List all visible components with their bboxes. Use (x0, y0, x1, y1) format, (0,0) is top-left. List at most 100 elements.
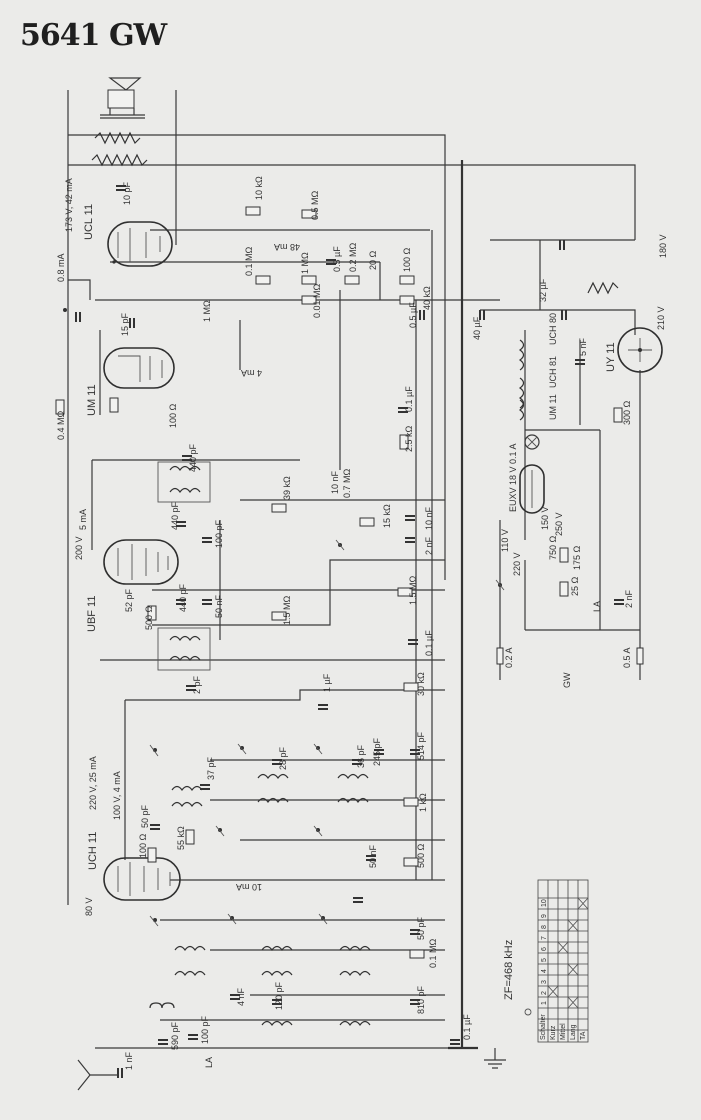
label-c245: 245 pF (372, 737, 382, 766)
label-fuse1: 0.2 A (504, 647, 514, 668)
switch-table-header-8: 8 (541, 925, 548, 929)
label-c10n: 10 nF (424, 506, 434, 530)
pilot-lamp-icon (524, 434, 540, 450)
label-c2pF: 2 pF (192, 675, 202, 694)
switch-contacts (63, 308, 505, 927)
label-c50p: 50 pF (140, 804, 150, 828)
label-um: UM 11 (548, 394, 558, 420)
label-v100-4: 100 V, 4 mA (112, 771, 122, 820)
switch-table-header-1: 1 (541, 1001, 548, 1005)
label-fuse2: 0.5 A (622, 647, 632, 668)
label-r500b: 500 Ω (416, 843, 426, 868)
label-uch80: UCH 80 (548, 313, 558, 345)
label-c120: 120 pF (274, 981, 284, 1010)
label-v250: 250 V (554, 512, 564, 536)
label-la: LA (592, 601, 602, 612)
fuses (496, 647, 644, 665)
switch-table-header-10: 10 (541, 899, 548, 907)
label-v5: 5 mA (78, 509, 88, 530)
label-r1k: 1 kΩ (418, 793, 428, 812)
if-transformers (149, 339, 525, 1027)
switch-table-header-9: 9 (541, 914, 548, 918)
label-r300: 300 Ω (622, 400, 632, 425)
top-resistors (91, 131, 619, 295)
capacitors (75, 185, 624, 1078)
label-c32u: 32 µF (538, 278, 548, 302)
switch-table-row-0: Kurz (550, 1025, 557, 1040)
label-c440c: 440 pF (178, 583, 188, 612)
label-c50n: 50 nF (214, 594, 224, 618)
ground-icon (484, 1048, 506, 1069)
label-c50pb: 50 pF (416, 916, 426, 940)
loudspeaker-icon (100, 77, 145, 119)
label-ucl11: UCL 11 (83, 204, 95, 240)
label-r30k: 30 kΩ (416, 672, 426, 696)
switch-table: Schalter 1 2 3 4 5 6 7 8 9 10 Kurz Mitte… (537, 879, 589, 1043)
label-r15k: 15 kΩ (382, 504, 392, 528)
label-gw: GW (562, 672, 572, 688)
label-c440a: 440 pF (188, 443, 198, 472)
label-r39k: 39 kΩ (282, 476, 292, 500)
label-v10: 10 mA (236, 882, 262, 892)
switch-table-header-4: 4 (541, 969, 548, 973)
label-c10nF: 10 nF (330, 470, 340, 494)
label-c05u: 0.5 µF (332, 246, 342, 272)
label-la2: LA (204, 1057, 214, 1068)
label-r0: 0.4 MΩ (56, 410, 66, 440)
switch-table-header-6: 6 (541, 947, 548, 951)
label-ubf11: UBF 11 (86, 596, 98, 632)
label-c440b: 440 pF (170, 501, 180, 530)
label-v180: 180 V (658, 234, 668, 258)
label-euxv: EUXV 18 V 0.1 A (508, 443, 518, 512)
label-r1mv: 1 MΩ (202, 300, 212, 322)
label-um11: UM 11 (86, 384, 98, 416)
switch-table-header-2: 2 (541, 991, 548, 995)
label-c2nB: 2 nF (624, 589, 634, 608)
label-v4: 4 mA (241, 368, 262, 378)
label-c5n: 5 nF (578, 337, 588, 356)
label-r07m: 0.7 MΩ (342, 468, 352, 498)
label-c50nb: 50 nF (368, 844, 378, 868)
switch-table-header-3: 3 (541, 980, 548, 984)
label-uch11: UCH 11 (87, 832, 99, 870)
label-v173: 173 V, 42 mA (64, 178, 74, 232)
label-c52p: 52 pF (124, 588, 134, 612)
label-c05u2: 0.5 µF (408, 302, 418, 328)
label-r20: 20 Ω (368, 250, 378, 270)
label-v150: 150 V (540, 506, 550, 530)
label-r1m: 1 MΩ (300, 252, 310, 274)
label-c37: 37 pF (206, 756, 216, 780)
label-v210: 210 V (656, 306, 666, 330)
label-c10p: 10 pF (122, 181, 132, 205)
tube-um11 (103, 347, 175, 389)
label-c1n: 1 nF (124, 1051, 134, 1070)
label-r500: 500 Ω (144, 605, 154, 630)
label-v200: 200 V (74, 536, 84, 560)
label-c01u: 0.1 µF (404, 386, 414, 412)
label-r001m: 0.01 MΩ (312, 283, 322, 318)
label-r15mb: 1.5 MΩ (408, 575, 418, 605)
switch-table-row-2: Lang (570, 1024, 577, 1040)
label-r100: 100 Ω (402, 247, 412, 272)
component-labels: 10 kΩ 0.5 MΩ 10 pF 0.1 MΩ 1 MΩ 0.5 µF 0.… (56, 176, 634, 1070)
label-r750: 750 Ω (548, 535, 558, 560)
label-r01mb: 0.1 MΩ (428, 938, 438, 968)
label-c100pb: 100 pF (200, 1015, 210, 1044)
switch-table-header-0: Schalter (540, 1014, 547, 1040)
label-c810: 810 pF (416, 985, 426, 1014)
label-v48: 48 mA (274, 242, 300, 252)
label-r100c: 100 Ω (168, 403, 178, 428)
label-r25k: 2.5 kΩ (404, 425, 414, 452)
label-uch81: UCH 81 (548, 356, 558, 388)
label-uy11: UY 11 (605, 342, 617, 372)
label-v220: 220 V (512, 552, 522, 576)
label-r40k: 40 kΩ (422, 286, 432, 310)
label-c28: 28 pF (278, 746, 288, 770)
label-r01m: 0.1 MΩ (244, 246, 254, 276)
ballast-tube-icon (519, 464, 545, 514)
tube-uch11 (103, 857, 181, 901)
switch-table-row-1: Mittel (560, 1023, 567, 1040)
switch-table-header-5: 5 (541, 958, 548, 962)
misc-labels: UCH 80 UCH 81 UM 11 EUXV 18 V 0.1 A 1 10 … (204, 313, 632, 1068)
